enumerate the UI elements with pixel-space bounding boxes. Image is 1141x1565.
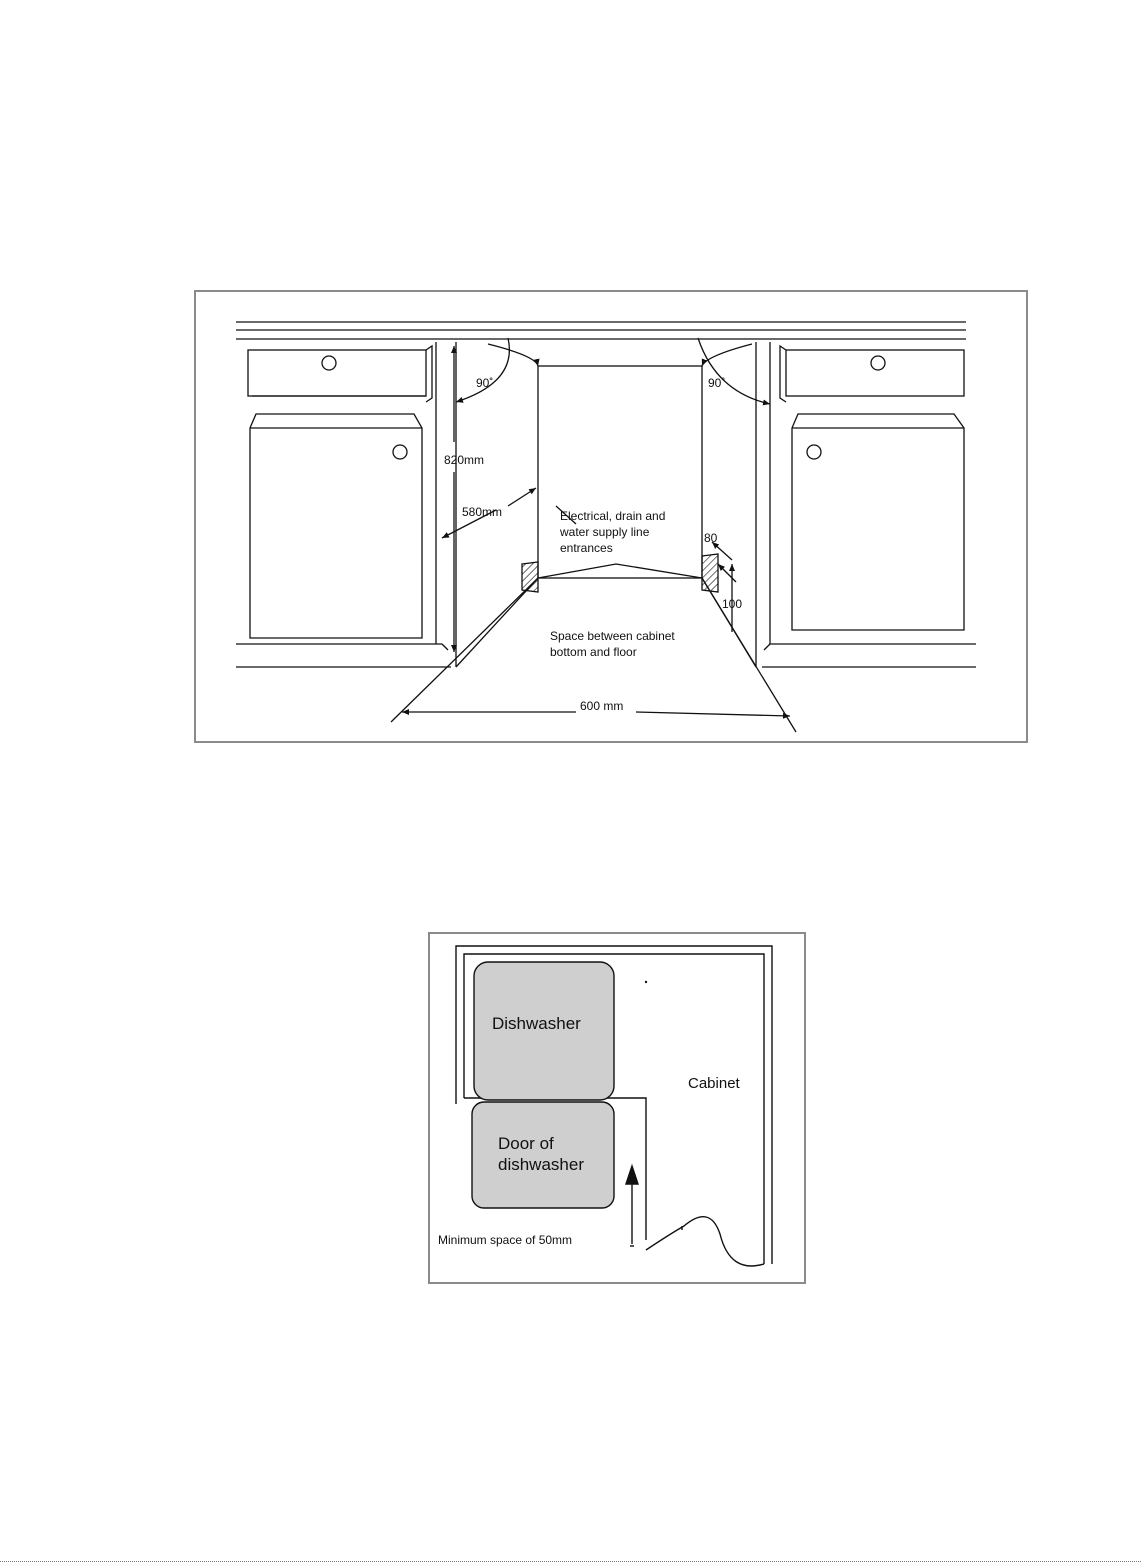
installation-dimensions-figure: 90˚ 90˚ 820mm 580mm Electrical, drain an…	[194, 290, 1028, 743]
height-label: 820mm	[444, 453, 484, 467]
min-space-label: Minimum space of 50mm	[438, 1233, 572, 1247]
countertop	[236, 322, 966, 339]
page-bottom-rule	[0, 1561, 1141, 1562]
width-label: 600 mm	[580, 699, 623, 713]
angle-arcs	[456, 338, 770, 404]
entrance-hatch-left	[522, 562, 538, 592]
arrow-head-icon	[626, 1166, 638, 1184]
depth-label: 580mm	[462, 505, 502, 519]
door-knob-icon	[807, 445, 821, 459]
angle-left-label: 90˚	[476, 376, 493, 390]
door-knob-icon	[393, 445, 407, 459]
cabinet-label: Cabinet	[688, 1075, 741, 1092]
entrance-hatch-right	[702, 554, 718, 592]
entrances-label-line3: entrances	[560, 541, 613, 555]
installation-diagram: 90˚ 90˚ 820mm 580mm Electrical, drain an…	[196, 292, 1030, 745]
clearance-diagram: Dishwasher Door of dishwasher Cabinet Mi…	[430, 934, 808, 1286]
left-cabinet	[236, 342, 456, 667]
space-label-line2: bottom and floor	[550, 645, 637, 659]
door-label-line1: Door of	[498, 1134, 554, 1153]
dim-80-label: 80	[704, 531, 718, 545]
entrances-label-line2: water supply line	[559, 525, 650, 539]
door-clearance-figure: Dishwasher Door of dishwasher Cabinet Mi…	[428, 932, 806, 1284]
door-label-line2: dishwasher	[498, 1155, 584, 1174]
drawer-knob-icon	[322, 356, 336, 370]
entrances-label-line1: Electrical, drain and	[560, 509, 665, 523]
angle-right-label: 90˚	[708, 376, 725, 390]
dishwasher-label: Dishwasher	[492, 1014, 581, 1033]
space-label-line1: Space between cabinet	[550, 629, 675, 643]
drawer-knob-icon	[871, 356, 885, 370]
dim-100-label: 100	[722, 597, 742, 611]
right-cabinet	[756, 342, 976, 667]
